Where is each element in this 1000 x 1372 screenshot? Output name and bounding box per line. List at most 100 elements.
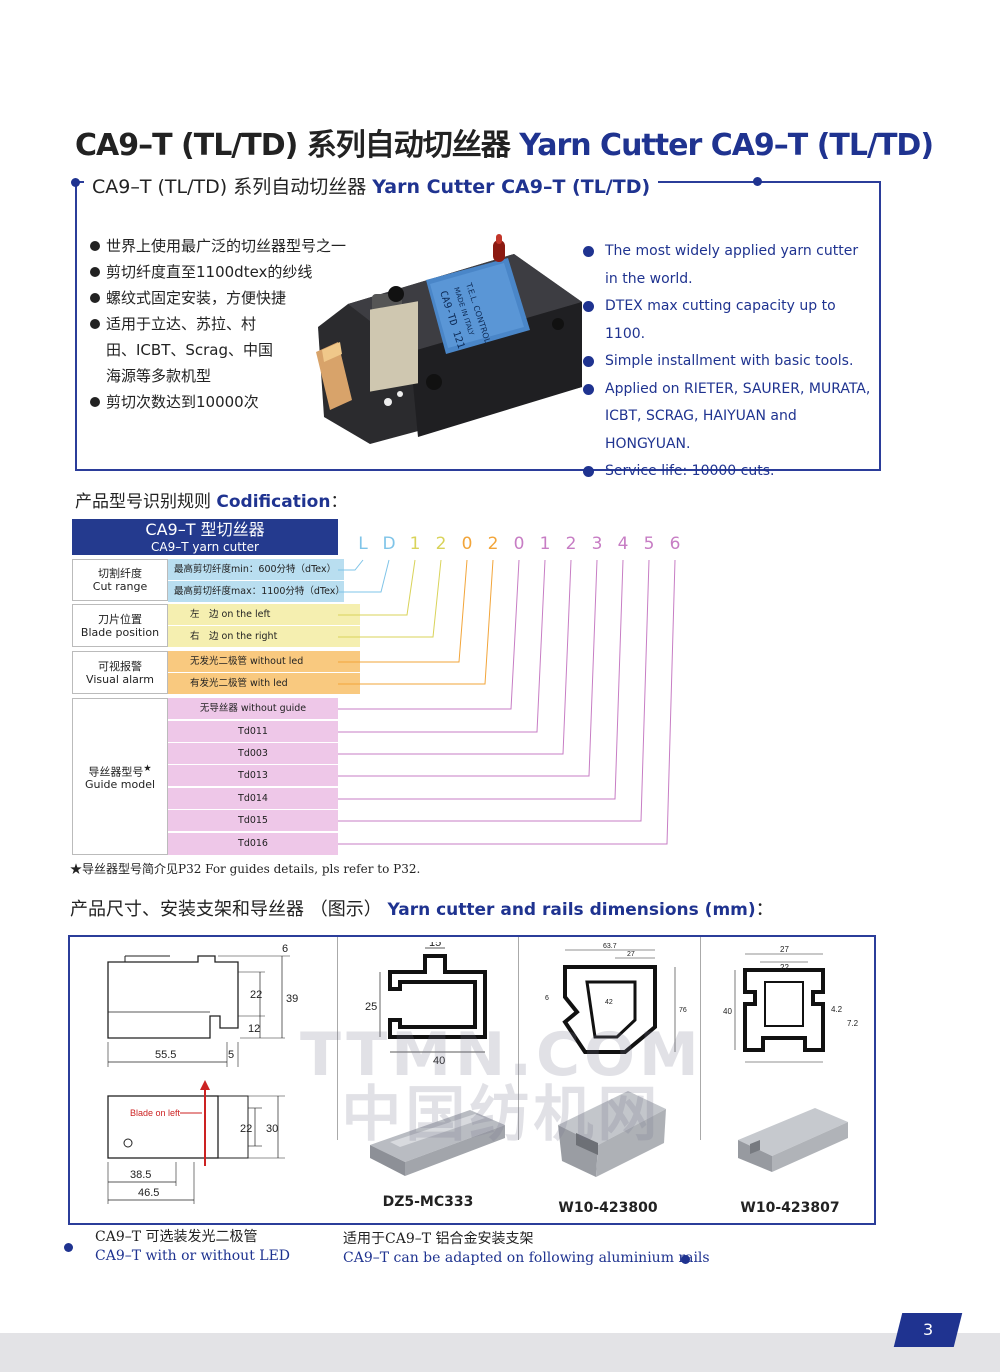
page-number-text: 3 xyxy=(922,1320,934,1339)
caption-led: CA9–T 可选装发光二极管 CA9–T with or without LED xyxy=(95,1228,290,1266)
dim-label: 76 xyxy=(679,1007,687,1014)
caption-rails-cn: 适用于CA9–T 铝合金安装支架 xyxy=(343,1231,534,1247)
list-item-continued: 田、ICBT、Scrag、中国 xyxy=(106,341,274,359)
rail-w10-423807-label: W10-423807 xyxy=(740,1200,840,1216)
top-view-drawing: Blade on left 22 30 38.5 46.5 xyxy=(107,1080,285,1204)
group-cut-range: 切割纤度 Cut range xyxy=(72,559,168,601)
list-item: DTEX max cutting capacity up to 1100. xyxy=(583,293,873,348)
dim-label: 38.5 xyxy=(130,1169,151,1181)
feature-subtitle: CA9–T (TL/TD) 系列自动切丝器 Yarn Cutter CA9–T … xyxy=(84,172,659,199)
dim-label: 42 xyxy=(605,999,613,1006)
rail-dz5-profile: 15 25 40 xyxy=(365,942,487,1067)
page-number: 3 xyxy=(893,1313,963,1347)
watermark-line1: TTMN.COM xyxy=(300,1020,703,1090)
row-guide-none: 无导丝器 without guide xyxy=(168,698,338,719)
dim-label: 22 xyxy=(250,989,262,1001)
dim-label: 27 xyxy=(627,951,635,958)
connector-line xyxy=(338,559,494,685)
row-cut-min: 最高剪切纤度min：600分特（dTex） xyxy=(168,559,344,580)
dim-label: 39 xyxy=(286,993,298,1005)
dim-label: 22 xyxy=(780,963,789,972)
dim-label: 40 xyxy=(433,1055,445,1067)
dim-label: 6 xyxy=(545,995,549,1002)
connector-line xyxy=(338,559,546,733)
corner-dot xyxy=(681,1255,690,1264)
group-guide-en: Guide model xyxy=(84,778,156,792)
feature-list-cn: 世界上使用最广泛的切丝器型号之一 剪切纤度直至1100dtex的纱线 螺纹式固定… xyxy=(90,233,380,415)
dim-label: 5 xyxy=(228,1049,234,1061)
dimensions-title: 产品尺寸、安装支架和导丝器 （图示） Yarn cutter and rails… xyxy=(70,895,774,921)
group-guide-model: 导丝器型号★ Guide model xyxy=(72,698,168,855)
dimensions-box xyxy=(68,935,876,1225)
rail-dz5-label: DZ5-MC333 xyxy=(382,1194,474,1210)
codification-title-en: Codification xyxy=(216,492,331,512)
codification-footnote: ★导丝器型号简介见P32 For guides details, pls ref… xyxy=(70,862,421,876)
codification-title: 产品型号识别规则 Codification： xyxy=(75,487,347,512)
code-digit: 1 xyxy=(539,534,551,554)
group-visual-alarm: 可视报警 Visual alarm xyxy=(72,651,168,694)
dim-label: 4.2 xyxy=(831,1005,843,1014)
divider xyxy=(337,937,338,1140)
row-guide-td003: Td003 xyxy=(168,743,338,764)
row-without-led: 无发光二极管 without led xyxy=(168,651,360,672)
dim-label: 12 xyxy=(248,1023,260,1035)
list-item: 螺纹式固定安装，方便快捷 xyxy=(90,285,380,311)
watermark-line2: 中国纺机网 xyxy=(341,1080,662,1150)
code-digit: 2 xyxy=(487,534,499,554)
blade-on-left-label: Blade on left xyxy=(130,1108,181,1118)
rail-w10-423800-profile: 63.7 27 42 6 76 xyxy=(545,943,687,1054)
rail-w10-423800-label: W10-423800 xyxy=(558,1200,658,1216)
list-item: Applied on RIETER, SAURER, MURATA, ICBT,… xyxy=(583,376,873,459)
group-blade-position: 刀片位置 Blade position xyxy=(72,604,168,647)
corner-dot xyxy=(64,1243,73,1252)
row-guide-td013: Td013 xyxy=(168,765,338,786)
dim-label: 63.7 xyxy=(603,943,617,950)
row-guide-td011: Td011 xyxy=(168,721,338,742)
list-item: 世界上使用最广泛的切丝器型号之一 xyxy=(90,233,380,259)
connector-line xyxy=(338,559,520,710)
list-item: 剪切次数达到10000次 xyxy=(90,389,380,415)
group-blade-cn: 刀片位置 xyxy=(98,612,142,626)
product-image: CA9-TD 121 MADE IN ITALY T.E.L. CONTROL xyxy=(316,234,582,444)
dim-label: 40 xyxy=(723,1007,732,1016)
code-digit: 3 xyxy=(591,534,603,554)
connector-line xyxy=(338,559,442,638)
caption-rails: 适用于CA9–T 铝合金安装支架 CA9–T can be adapted on… xyxy=(343,1230,710,1268)
code-digit: 0 xyxy=(461,534,473,554)
divider xyxy=(700,937,701,1140)
rail-dz5-image xyxy=(370,1110,505,1176)
rail-w10-423807-profile: 27 22 40 4.2 7.2 xyxy=(723,945,859,1063)
list-item-continued: 海源等多款机型 xyxy=(106,367,212,385)
connector-line xyxy=(338,559,468,663)
dim-label: 15 xyxy=(429,942,441,949)
code-digit: 1 xyxy=(409,534,421,554)
code-digit: 5 xyxy=(643,534,655,554)
dim-label: 46.5 xyxy=(138,1187,159,1199)
rail-w10-423800-image xyxy=(558,1091,666,1177)
connector-line xyxy=(338,559,624,800)
guide-star: ★ xyxy=(143,762,152,774)
list-item: Service life: 10000 cuts. xyxy=(583,458,873,486)
code-digit: 2 xyxy=(435,534,447,554)
group-cut-en: Cut range xyxy=(92,580,148,593)
connector-line xyxy=(338,559,650,822)
title-dot xyxy=(753,177,762,186)
dim-label: 25 xyxy=(365,1001,377,1013)
row-guide-td015: Td015 xyxy=(168,810,338,831)
title-en: Yarn Cutter CA9–T (TL/TD) xyxy=(519,128,934,163)
code-digit: 0 xyxy=(513,534,525,554)
list-item: 剪切纤度直至1100dtex的纱线 xyxy=(90,259,380,285)
code-head-en: CA9–T yarn cutter xyxy=(151,540,259,554)
group-blade-en: Blade position xyxy=(80,625,160,639)
row-blade-right: 右 边 on the right xyxy=(168,626,360,647)
code-digit: 6 xyxy=(669,534,681,554)
row-with-led: 有发光二极管 with led xyxy=(168,673,360,694)
code-connector-lines xyxy=(338,559,676,845)
title-cn: CA9–T (TL/TD) 系列自动切丝器 xyxy=(75,128,511,163)
dim-label: 22 xyxy=(240,1123,252,1135)
page-title: CA9–T (TL/TD) 系列自动切丝器 Yarn Cutter CA9–T … xyxy=(75,120,934,164)
row-guide-td016: Td016 xyxy=(168,833,338,855)
feature-list-en: The most widely applied yarn cutter in t… xyxy=(583,238,873,486)
subtitle-cn: CA9–T (TL/TD) 系列自动切丝器 xyxy=(92,176,367,198)
group-cut-cn: 切割纤度 xyxy=(98,567,142,580)
